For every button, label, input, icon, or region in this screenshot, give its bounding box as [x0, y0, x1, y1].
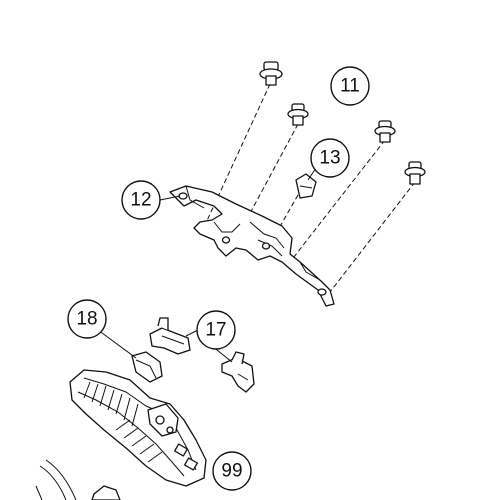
- callout-label: 11: [340, 76, 360, 97]
- partial-component-lower-left: [35, 459, 121, 500]
- callout-11: 11: [330, 66, 370, 106]
- callouts: 11 12 13 17 18 99: [67, 66, 370, 491]
- callout-label: 17: [205, 320, 226, 341]
- callout-circle: [310, 138, 350, 178]
- callout-label: 99: [221, 461, 242, 482]
- module-fins: [83, 381, 163, 463]
- callout-label: 12: [130, 190, 151, 211]
- callout-circle: [67, 299, 107, 339]
- mounting-bracket: [169, 185, 335, 307]
- callout-13: 13: [310, 138, 350, 178]
- callout-99: 99: [212, 451, 252, 491]
- bracket-clip-upper: [149, 317, 191, 355]
- control-module-assembly: [69, 369, 207, 487]
- callout-circle: [212, 451, 252, 491]
- sensor-pad: [131, 351, 163, 383]
- callout-17: 17: [196, 310, 236, 350]
- callout-12: 12: [121, 180, 161, 220]
- bolt-1: [259, 61, 283, 86]
- callout-circle: [121, 180, 161, 220]
- callout-circle: [330, 66, 370, 106]
- callout-18: 18: [67, 299, 107, 339]
- callout-label: 13: [319, 148, 340, 169]
- module-connector: [147, 403, 198, 471]
- callout-circle: [196, 310, 236, 350]
- bracket-clip-lower: [221, 351, 255, 393]
- bolt-4: [404, 161, 426, 185]
- bolt-3: [374, 120, 396, 143]
- callout-label: 18: [76, 309, 97, 330]
- clip-nut: [295, 173, 317, 199]
- bolt-2: [287, 103, 309, 126]
